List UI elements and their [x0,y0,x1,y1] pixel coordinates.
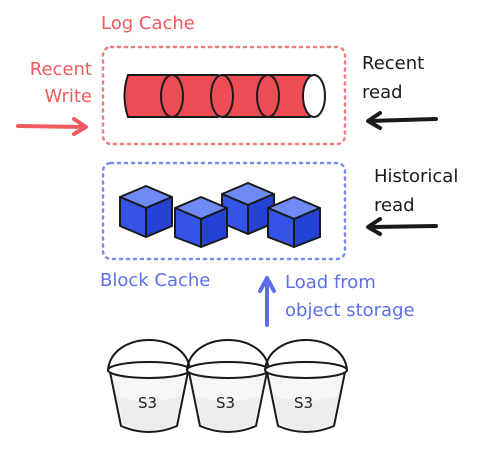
log-cylinder-icon [171,74,234,118]
historical-read-label-line1: Historical [374,166,459,187]
bucket-label: S3 [294,394,314,412]
cube-icon [174,196,228,248]
cube-icon [267,196,321,248]
bucket-label: S3 [216,394,236,412]
log-cylinder-icon [267,74,326,118]
block-cache-title: Block Cache [100,270,211,291]
historical-read-label-line2: read [374,195,415,216]
arrow-left-icon [366,217,438,236]
arrow-up-icon [258,276,276,327]
cube-icon [221,182,275,235]
cube-icon [119,185,173,238]
load-label-line2: object storage [285,300,415,321]
bucket-icon [264,339,348,433]
recent-write-label-line2: Write [44,86,92,107]
buckets [107,339,348,433]
bucket-icon [186,339,270,433]
recent-read-label-line2: read [362,82,403,103]
log-cylinders [123,74,326,118]
bucket-icon [107,339,191,433]
bucket-label: S3 [138,394,158,412]
recent-write-label-line1: Recent [29,59,92,80]
arrow-right-icon [16,117,88,136]
block-cubes [119,182,321,248]
log-cylinder-icon [123,74,184,118]
arrow-left-icon [366,111,438,130]
log-cylinder-icon [221,74,280,118]
recent-read-label-line1: Recent [362,53,425,74]
log-cache-title: Log Cache [101,13,195,34]
log-cache-frame [101,45,347,146]
block-cache-frame [101,161,347,261]
load-label-line1: Load from [285,272,376,293]
